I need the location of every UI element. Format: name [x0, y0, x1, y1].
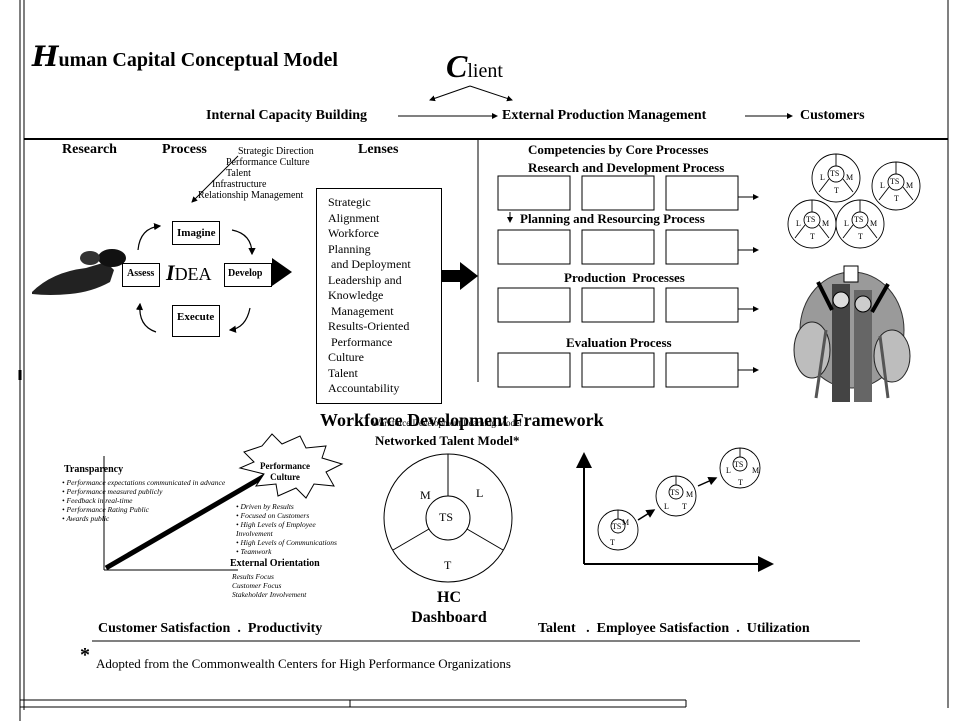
- celebration-clipart: [793, 265, 911, 402]
- assess-box: Assess: [122, 263, 160, 287]
- competency-arrows: [507, 194, 759, 373]
- idea-cycle-arrows: [135, 223, 256, 333]
- process-item-infrastructure: Infrastructure: [212, 179, 267, 190]
- process-header: Process: [162, 142, 207, 157]
- footnote-mark: *: [80, 644, 90, 666]
- process-item-talent: Talent: [226, 168, 251, 179]
- ntm-label-t: T: [444, 558, 452, 572]
- ntm-label-l: L: [476, 486, 484, 500]
- binoculars-clipart: [32, 249, 126, 295]
- client-arrow-right: [469, 85, 513, 102]
- networked-talent-circle: [383, 453, 513, 583]
- metrics-right: Talent . Employee Satisfaction . Utiliza…: [538, 621, 810, 636]
- external-orientation-list: Results Focus Customer Focus Stakeholder…: [232, 572, 307, 599]
- title-initial: H: [32, 40, 59, 73]
- ntm-label-ts: TS: [439, 510, 454, 524]
- big-arrow-lenses-processes: [442, 262, 478, 290]
- process-item-relationship: Relationship Management: [198, 190, 304, 201]
- rnd-process-label: Research and Development Process: [528, 160, 725, 175]
- framework-overlap-text: Workforce Development Learning Model: [372, 418, 522, 428]
- metrics-left: Customer Satisfaction . Productivity: [98, 621, 323, 636]
- flow-internal: Internal Capacity Building: [206, 108, 368, 123]
- execute-box: Execute: [172, 305, 220, 337]
- production-process-label: Production Processes: [564, 270, 685, 285]
- process-item-strategic: Strategic Direction: [238, 146, 314, 157]
- imagine-box: Imagine: [172, 221, 220, 245]
- talent-cluster: [787, 153, 921, 249]
- lenses-box: Strategic Alignment Workforce Planning a…: [316, 188, 442, 404]
- competencies-heading: Competencies by Core Processes: [528, 142, 709, 157]
- idea-label: IDEA: [166, 260, 212, 285]
- page-title: Human Capital Conceptual Model: [32, 40, 338, 73]
- ntm-label-m: M: [420, 488, 431, 502]
- client-label: Client: [446, 48, 503, 84]
- competency-grid: [497, 175, 739, 388]
- growth-chart: [576, 447, 774, 572]
- client-arrow-left: [429, 85, 471, 102]
- transparency-heading: Transparency: [64, 464, 124, 475]
- performance-culture-label: Performance Culture: [260, 461, 310, 482]
- page-frame: [18, 0, 949, 721]
- research-header: Research: [62, 142, 117, 157]
- transparency-list: • Performance expectations communicated …: [62, 478, 226, 523]
- flow-customers: Customers: [800, 108, 865, 123]
- process-arrow: [191, 155, 239, 203]
- networked-talent-title: Networked Talent Model*: [375, 433, 520, 448]
- develop-box: Develop: [224, 263, 272, 287]
- footnote-text: Adopted from the Commonwealth Centers fo…: [96, 656, 511, 671]
- framework-title: Workforce Development Framework: [320, 410, 604, 430]
- process-item-performance: Performance Culture: [226, 157, 310, 168]
- external-orientation-heading: External Orientation: [230, 558, 320, 569]
- lenses-header: Lenses: [358, 142, 399, 157]
- culture-list: • Driven by Results • Focused on Custome…: [236, 502, 337, 556]
- planning-process-label: Planning and Resourcing Process: [520, 211, 705, 226]
- flow-external: External Production Management: [502, 108, 707, 123]
- evaluation-process-label: Evaluation Process: [566, 335, 672, 350]
- hc-dashboard-label: HC Dashboard: [411, 589, 487, 626]
- burst-shape: [238, 433, 344, 499]
